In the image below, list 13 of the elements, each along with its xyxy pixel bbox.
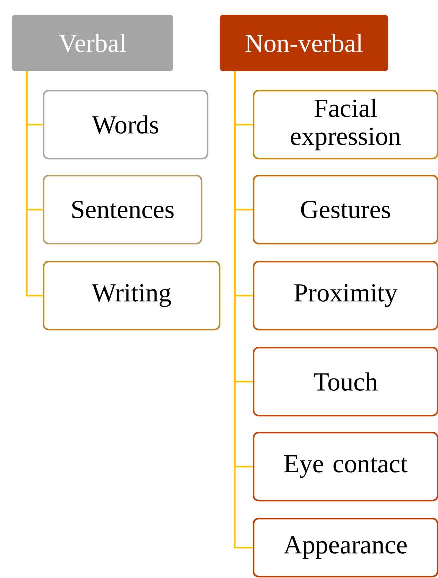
item-box: Sentences bbox=[43, 175, 203, 245]
connector-line bbox=[234, 71, 253, 549]
item-box: Touch bbox=[253, 347, 438, 417]
item-box: Facial expression bbox=[253, 90, 438, 160]
item-box: Gestures bbox=[253, 175, 438, 245]
category-header: Non-verbal bbox=[220, 15, 388, 72]
item-box: Proximity bbox=[253, 261, 438, 331]
item-box: Writing bbox=[43, 261, 221, 331]
item-box: Eye contact bbox=[253, 432, 438, 502]
connector-line bbox=[26, 71, 43, 297]
category-header: Verbal bbox=[12, 15, 174, 72]
item-box: Words bbox=[43, 90, 209, 160]
item-box: Appearance bbox=[253, 518, 438, 578]
